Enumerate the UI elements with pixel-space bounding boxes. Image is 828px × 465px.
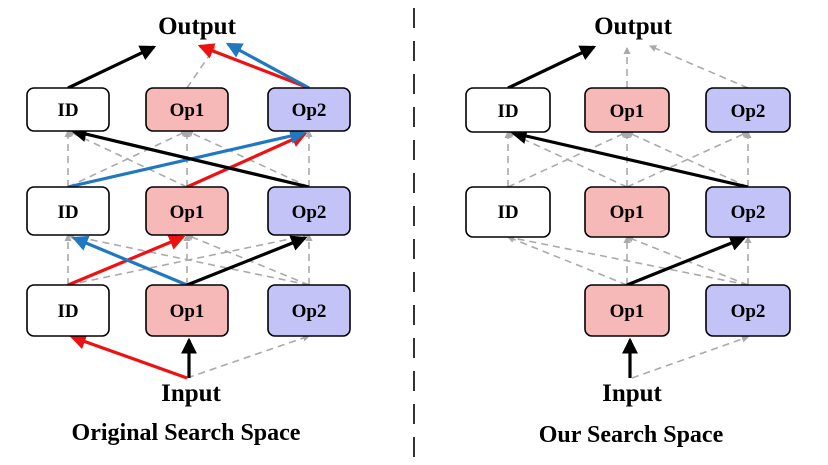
- layer-2: ID Op1 Op2: [26, 186, 351, 236]
- node-box: [705, 284, 791, 337]
- node-box: [145, 284, 229, 337]
- node-label: ID: [57, 202, 78, 223]
- dashed-edge: [626, 131, 749, 188]
- node-label: Op2: [292, 301, 327, 322]
- dashed-edge: [649, 45, 749, 89]
- node-label: Op2: [731, 202, 766, 223]
- dashed-edge: [186, 46, 216, 89]
- dashed-edge: [186, 334, 311, 379]
- dashed-edge: [631, 335, 750, 379]
- dashed-edge: [186, 130, 310, 188]
- black-path: [507, 45, 749, 378]
- node-op2: Op2: [267, 284, 351, 337]
- node-op2: Op2: [267, 186, 351, 236]
- layer-3: ID Op1 Op2: [465, 87, 791, 133]
- node-label: Op1: [610, 101, 645, 122]
- node-label: Op2: [731, 101, 766, 122]
- blue-path: [67, 42, 310, 287]
- node-op1: Op1: [584, 284, 670, 337]
- node-label: Op2: [292, 100, 327, 121]
- node-op2: Op2: [705, 186, 791, 238]
- node-box: [145, 87, 229, 132]
- node-op2: Op2: [267, 87, 351, 132]
- node-op1: Op1: [145, 87, 229, 132]
- node-id: ID: [465, 186, 551, 238]
- output-label: Output: [594, 13, 672, 40]
- node-id: ID: [465, 87, 551, 133]
- layer-3: ID Op1 Op2: [26, 87, 351, 132]
- input-label: Input: [602, 380, 662, 407]
- node-op2: Op2: [705, 284, 791, 337]
- node-label: ID: [57, 301, 78, 322]
- node-box: [26, 186, 110, 236]
- node-box: [705, 186, 791, 238]
- node-op1: Op1: [145, 284, 229, 337]
- node-id: ID: [26, 186, 110, 236]
- node-label: ID: [57, 100, 78, 121]
- node-label: Op1: [170, 301, 205, 322]
- node-box: [584, 87, 670, 133]
- node-label: Op2: [292, 202, 327, 223]
- dashed-edges: [504, 45, 752, 379]
- node-op2: Op2: [705, 87, 791, 133]
- node-box: [267, 87, 351, 132]
- node-box: [26, 87, 110, 132]
- node-label: ID: [497, 202, 518, 223]
- panel-caption: Our Search Space: [539, 422, 724, 448]
- node-box: [267, 284, 351, 337]
- node-label: Op1: [170, 202, 205, 223]
- node-label: Op1: [610, 301, 645, 322]
- node-op1: Op1: [145, 186, 229, 236]
- dashed-edge: [506, 235, 628, 286]
- dashed-edge: [506, 234, 749, 286]
- node-id: ID: [26, 284, 110, 337]
- layer-1: Op1 Op2: [584, 284, 791, 337]
- panel-original: Output Input Original Search Space ID Op…: [26, 13, 351, 446]
- layer-2: ID Op1 Op2: [465, 186, 791, 238]
- panel-ours: Output Input Our Search Space ID Op1 Op2…: [465, 13, 791, 448]
- node-label: Op1: [610, 202, 645, 223]
- node-box: [145, 186, 229, 236]
- layer-1: ID Op1 Op2: [26, 284, 351, 337]
- red-path: [67, 43, 310, 380]
- input-label: Input: [161, 380, 221, 407]
- node-label: Op2: [731, 301, 766, 322]
- node-box: [267, 186, 351, 236]
- node-box: [26, 284, 110, 337]
- node-box: [465, 186, 551, 238]
- node-box: [584, 186, 670, 238]
- dashed-edge: [66, 232, 310, 286]
- node-box: [705, 87, 791, 133]
- node-op1: Op1: [584, 87, 670, 133]
- node-id: ID: [26, 87, 110, 132]
- node-label: Op1: [170, 100, 205, 121]
- node-label: ID: [497, 101, 518, 122]
- node-op1: Op1: [584, 186, 670, 238]
- black-path: [67, 45, 310, 378]
- panel-caption: Original Search Space: [72, 420, 301, 446]
- node-box: [465, 87, 551, 133]
- output-label: Output: [158, 13, 236, 40]
- node-box: [584, 284, 670, 337]
